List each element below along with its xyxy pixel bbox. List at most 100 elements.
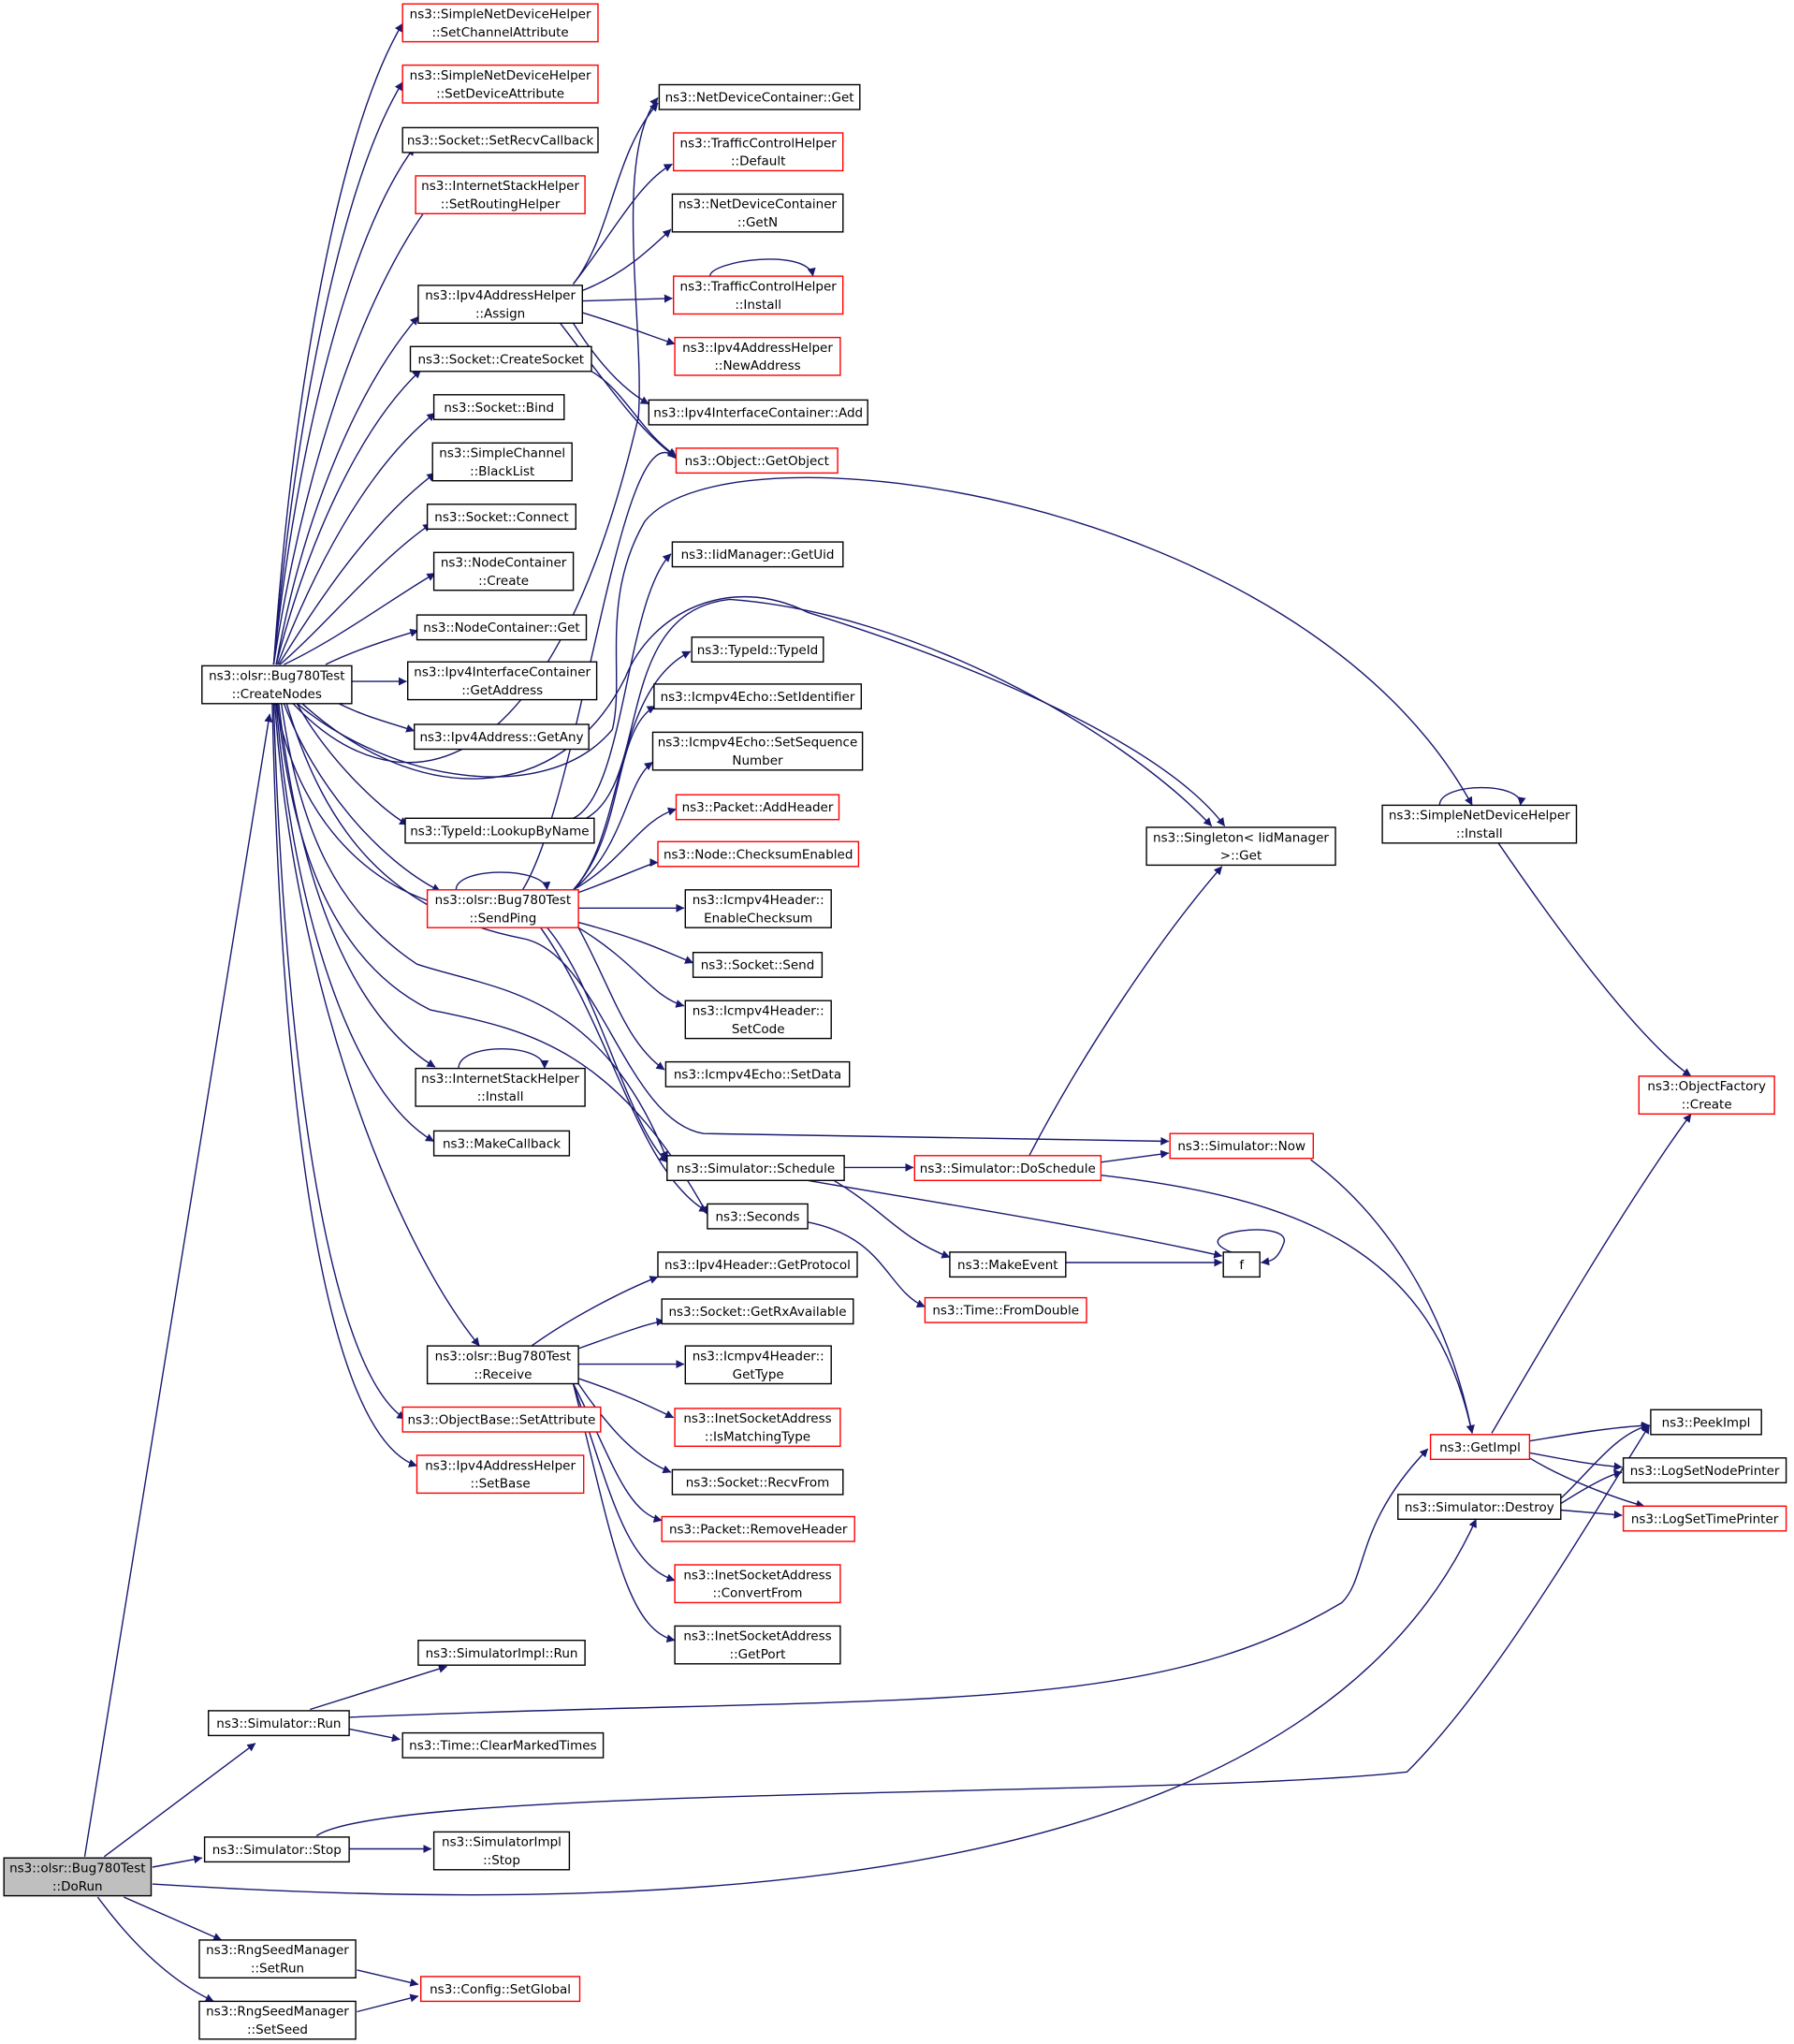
node-setglobal[interactable]: ns3::Config::SetGlobal (420, 1976, 581, 2003)
node-getrxav[interactable]: ns3::Socket::GetRxAvailable (661, 1298, 854, 1325)
node-i4icga[interactable]: ns3::Ipv4InterfaceContainer::GetAddress (407, 661, 598, 701)
node-sched[interactable]: ns3::Simulator::Schedule (666, 1155, 845, 1182)
node-box (949, 1251, 1067, 1278)
node-seconds[interactable]: ns3::Seconds (707, 1203, 809, 1230)
node-label: ::GetN (737, 215, 778, 230)
node-label: ns3::Icmpv4Header:: (693, 1349, 824, 1364)
node-ndcget[interactable]: ns3::NetDeviceContainer::Get (658, 83, 861, 110)
node-getport[interactable]: ns3::InetSocketAddress::GetPort (674, 1625, 841, 1665)
node-fromdbl[interactable]: ns3::Time::FromDouble (924, 1296, 1087, 1323)
node-tchinst[interactable]: ns3::TrafficControlHelper::Install (673, 275, 844, 315)
node-setbase[interactable]: ns3::Ipv4AddressHelper::SetBase (416, 1454, 585, 1495)
node-logtime[interactable]: ns3::LogSetTimePrinter (1622, 1505, 1787, 1532)
node-lookup[interactable]: ns3::TypeId::LookupByName (404, 817, 595, 844)
node-peekimpl[interactable]: ns3::PeekImpl (1650, 1409, 1762, 1436)
node-addhdr[interactable]: ns3::Packet::AddHeader (675, 794, 840, 821)
node-destroy[interactable]: ns3::Simulator::Destroy (1397, 1494, 1562, 1521)
node-mkevent[interactable]: ns3::MakeEvent (949, 1251, 1067, 1278)
node-clrmark[interactable]: ns3::Time::ClearMarkedTimes (401, 1731, 605, 1759)
node-label: ::ConvertFrom (713, 1586, 803, 1601)
node-box (674, 1408, 841, 1448)
node-receive[interactable]: ns3::olsr::Bug780Test::Receive (426, 1345, 579, 1385)
node-gettype[interactable]: ns3::Icmpv4Header::GetType (684, 1345, 832, 1385)
node-typeid[interactable]: ns3::TypeId::TypeId (691, 636, 824, 663)
node-box (417, 1639, 586, 1666)
node-setrun[interactable]: ns3::RngSeedManager::SetRun (198, 1939, 357, 1978)
node-newaddr[interactable]: ns3::Ipv4AddressHelper::NewAddress (674, 336, 841, 376)
node-rmhdr[interactable]: ns3::Packet::RemoveHeader (661, 1515, 855, 1542)
node-tchdef[interactable]: ns3::TrafficControlHelper::Default (673, 132, 844, 172)
node-cksum[interactable]: ns3::Node::ChecksumEnabled (657, 840, 860, 868)
node-setident[interactable]: ns3::Icmpv4Echo::SetIdentifier (653, 683, 863, 710)
node-nccreate[interactable]: ns3::NodeContainer::Create (432, 551, 575, 591)
edge-create-to-connect (279, 523, 432, 665)
node-setcode[interactable]: ns3::Icmpv4Header::SetCode (684, 1000, 832, 1040)
node-getuid[interactable]: ns3::IidManager::GetUid (671, 541, 844, 568)
node-assign[interactable]: ns3::Ipv4AddressHelper::Assign (417, 285, 583, 324)
node-convfrom[interactable]: ns3::InetSocketAddress::ConvertFrom (674, 1564, 841, 1604)
edge-create-to-bind (276, 412, 436, 665)
edge-getimpl-to-peekimpl (1529, 1421, 1650, 1442)
node-simimplstop[interactable]: ns3::SimulatorImpl::Stop (432, 1831, 571, 1871)
edge-sendping-to-typeid (572, 650, 692, 891)
node-singget[interactable]: ns3::Singleton< IidManager >::Get (1145, 826, 1336, 867)
node-sndca[interactable]: ns3::SimpleNetDeviceHelper::SetChannelAt… (401, 3, 599, 43)
node-box (674, 1564, 841, 1604)
node-csock[interactable]: ns3::Socket::CreateSocket (409, 345, 592, 372)
node-connect[interactable]: ns3::Socket::Connect (426, 504, 577, 530)
node-getobj[interactable]: ns3::Object::GetObject (675, 447, 839, 474)
node-simstop[interactable]: ns3::Simulator::Stop (203, 1836, 350, 1863)
node-label: ns3::Simulator::Run (216, 1716, 341, 1731)
node-label: ns3::olsr::Bug780Test (435, 893, 571, 908)
edge-dosched-to-now (1101, 1149, 1170, 1163)
node-label: ns3::Node::ChecksumEnabled (664, 847, 853, 862)
node-box (401, 3, 599, 43)
node-blist[interactable]: ns3::SimpleChannel::BlackList (431, 442, 573, 482)
node-getproto[interactable]: ns3::Ipv4Header::GetProtocol (657, 1251, 858, 1278)
node-send[interactable]: ns3::Socket::Send (692, 952, 824, 978)
node-ismatch[interactable]: ns3::InetSocketAddress::IsMatchingType (674, 1408, 841, 1448)
node-simimplrun[interactable]: ns3::SimulatorImpl::Run (417, 1639, 586, 1666)
node-box (1397, 1494, 1562, 1521)
edge-destroy-to-lognode (1560, 1469, 1623, 1505)
node-label: Number (732, 753, 783, 768)
node-ishsrh[interactable]: ns3::InternetStackHelper::SetRoutingHelp… (415, 175, 586, 214)
node-setseed[interactable]: ns3::RngSeedManager::SetSeed (198, 2000, 357, 2040)
node-ncget[interactable]: ns3::NodeContainer::Get (416, 614, 588, 641)
node-encks[interactable]: ns3::Icmpv4Header::EnableChecksum (684, 889, 832, 928)
node-box (1222, 1251, 1261, 1278)
node-label: ns3::Object::GetObject (685, 454, 829, 469)
node-create[interactable]: ns3::olsr::Bug780Test::CreateNodes (201, 664, 353, 705)
edge-dorun-to-destroy (152, 1518, 1477, 1896)
node-getimpl[interactable]: ns3::GetImpl (1429, 1434, 1531, 1461)
node-bind[interactable]: ns3::Socket::Bind (432, 394, 565, 420)
node-sndhinst[interactable]: ns3::SimpleNetDeviceHelper::Install (1381, 804, 1578, 844)
node-getany[interactable]: ns3::Ipv4Address::GetAny (414, 723, 590, 751)
node-now[interactable]: ns3::Simulator::Now (1169, 1132, 1314, 1160)
node-srcb[interactable]: ns3::Socket::SetRecvCallback (401, 126, 599, 153)
node-ishinst[interactable]: ns3::InternetStackHelper::Install (415, 1067, 586, 1107)
node-label: ns3::InetSocketAddress (683, 1568, 831, 1583)
node-box (1622, 1457, 1787, 1484)
node-mkcb[interactable]: ns3::MakeCallback (432, 1130, 571, 1157)
node-box (3, 1857, 153, 1897)
node-box (1650, 1409, 1762, 1436)
node-ndcgetn[interactable]: ns3::NetDeviceContainer::GetN (671, 193, 844, 233)
node-sndda[interactable]: ns3::SimpleNetDeviceHelper::SetDeviceAtt… (401, 64, 599, 104)
node-dorun[interactable]: ns3::olsr::Bug780Test::DoRun (3, 1857, 153, 1897)
node-label: ns3::Simulator::Schedule (677, 1161, 835, 1176)
node-sendping[interactable]: ns3::olsr::Bug780Test::SendPing (426, 889, 579, 928)
node-simrun[interactable]: ns3::Simulator::Run (207, 1710, 350, 1737)
node-setdata[interactable]: ns3::Icmpv4Echo::SetData (664, 1060, 851, 1088)
node-recvfrom[interactable]: ns3::Socket::RecvFrom (671, 1468, 844, 1496)
node-dosched[interactable]: ns3::Simulator::DoSchedule (913, 1155, 1102, 1182)
node-label: ns3::Simulator::DoSchedule (920, 1161, 1096, 1176)
node-setattr[interactable]: ns3::ObjectBase::SetAttribute (401, 1406, 602, 1433)
node-f[interactable]: f (1222, 1251, 1261, 1278)
node-lognode[interactable]: ns3::LogSetNodePrinter (1622, 1457, 1787, 1484)
edge-dorun-to-simstop (152, 1855, 203, 1868)
edge-sendping-self-loop (455, 871, 551, 891)
node-ofcreate[interactable]: ns3::ObjectFactory::Create (1638, 1075, 1775, 1116)
node-i4icadd[interactable]: ns3::Ipv4InterfaceContainer::Add (648, 399, 868, 426)
